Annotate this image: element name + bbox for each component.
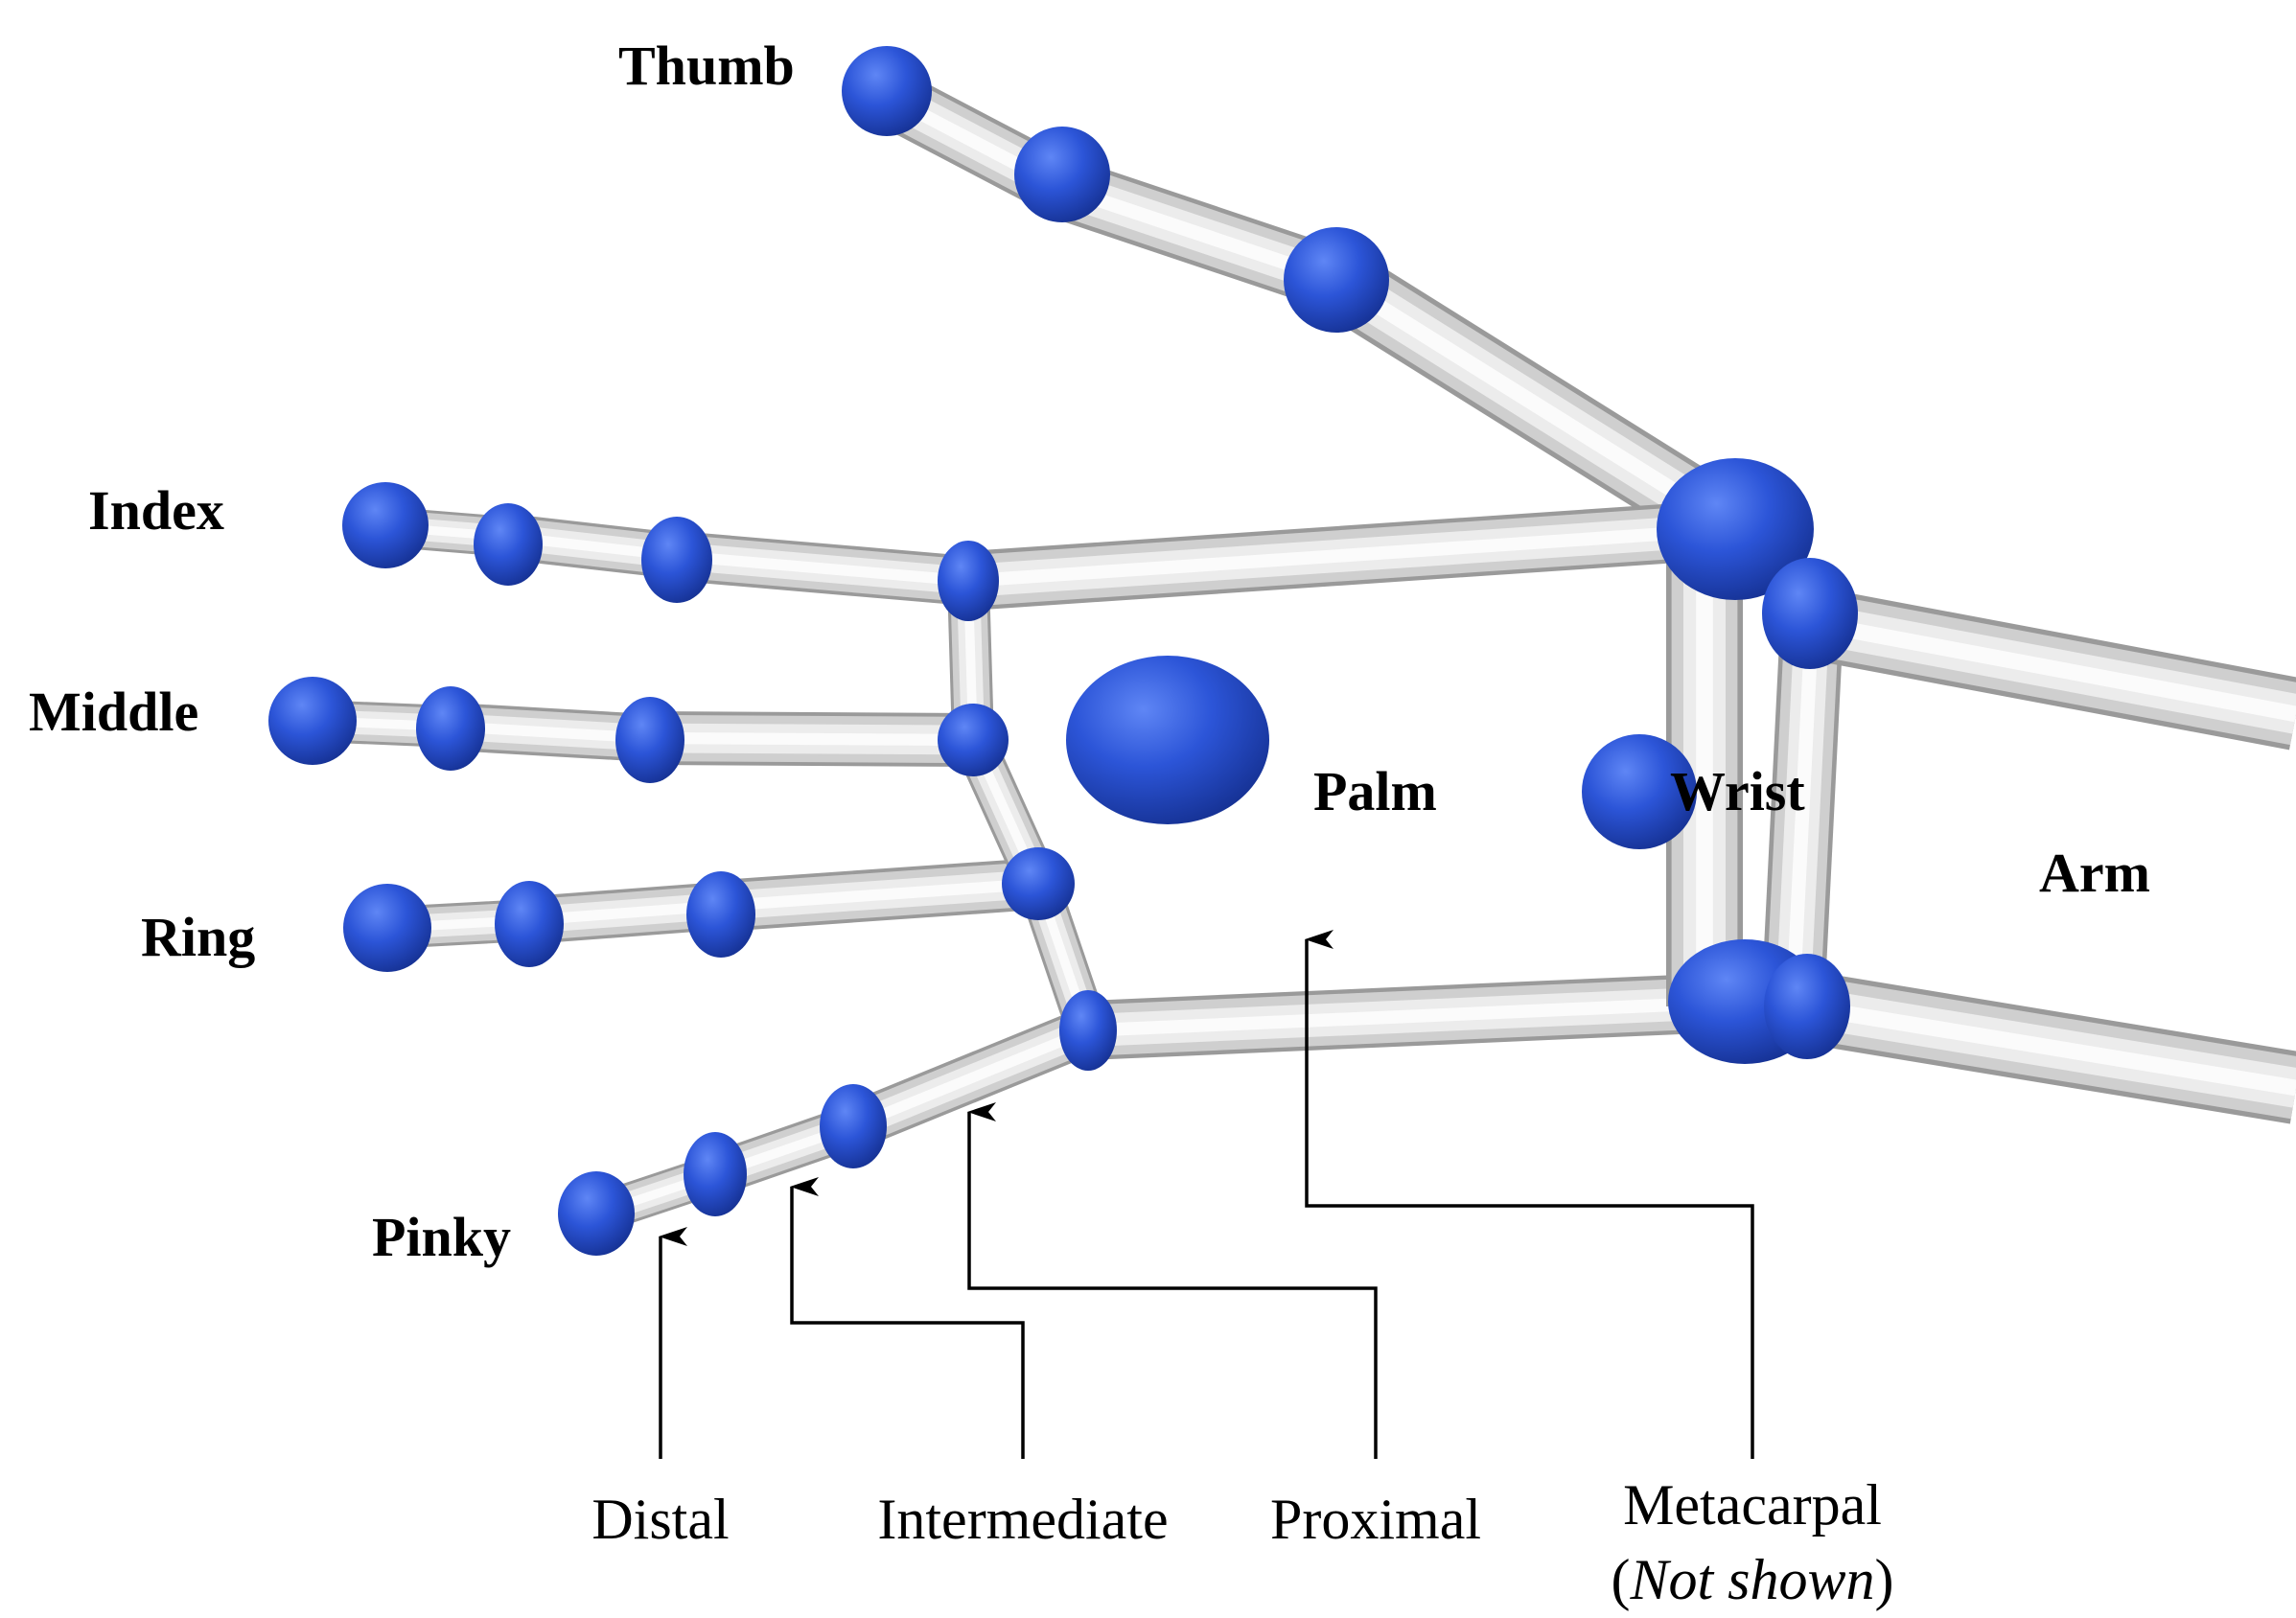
joints-layer xyxy=(268,46,1858,1256)
bones-layer xyxy=(312,69,2296,1233)
pinky-dip-joint xyxy=(684,1132,747,1216)
palm-center-joint xyxy=(1066,656,1269,824)
palm-label: Palm xyxy=(1313,760,1437,822)
metacarpal-note: (Not shown) xyxy=(1611,1548,1893,1611)
thumb-ip-joint xyxy=(1014,127,1110,222)
pinky-label: Pinky xyxy=(372,1206,511,1268)
ring-proximal-bone xyxy=(719,858,1040,932)
proximal-label: Proximal xyxy=(1270,1488,1481,1551)
ring-pip-joint xyxy=(686,871,755,958)
arm-label: Arm xyxy=(2039,842,2150,904)
index-mcp-joint xyxy=(938,541,999,621)
metacarpal-note-text: Not shown xyxy=(1629,1548,1874,1611)
thumb-label: Thumb xyxy=(618,35,795,97)
wrist-label: Wrist xyxy=(1670,760,1805,822)
ring-label: Ring xyxy=(141,906,255,968)
middle-pip-joint xyxy=(615,697,684,783)
pinky-mcp-joint xyxy=(1059,990,1117,1071)
wrist-upper-joint xyxy=(1657,458,1814,600)
metacarpal-arrow xyxy=(1305,930,1754,1459)
index-dip-joint xyxy=(474,503,543,586)
middle-mcp-joint xyxy=(938,704,1009,776)
middle-proximal-bone xyxy=(649,711,974,767)
pinky-proximal-bone xyxy=(844,1007,1098,1149)
wrist-upper-right-joint xyxy=(1762,558,1858,669)
distal-label: Distal xyxy=(591,1488,729,1551)
index-tip-joint xyxy=(342,482,429,568)
ring-dip-joint xyxy=(495,881,564,967)
thumb-tip-joint xyxy=(842,46,932,136)
index-metacarpal-bone xyxy=(965,499,1738,611)
bone-type-callouts xyxy=(659,930,1754,1459)
thumb-mcp-joint xyxy=(1284,227,1389,333)
index-label: Index xyxy=(88,479,224,542)
pinky-metacarpal-bone xyxy=(1086,972,1747,1060)
wrist-center-joint xyxy=(1582,734,1697,849)
middle-dip-joint xyxy=(416,686,485,771)
thumb-metacarpal-bone xyxy=(1317,249,1754,560)
pinky-tip-joint xyxy=(558,1171,635,1256)
index-proximal-bone xyxy=(674,531,971,606)
arm-upper-bone xyxy=(1804,587,2296,751)
intermediate-label: Intermediate xyxy=(877,1488,1168,1551)
index-pip-joint xyxy=(641,517,712,603)
arm-lower-bone xyxy=(1796,970,2296,1124)
metacarpal-note-open: ( xyxy=(1611,1548,1630,1611)
metacarpal-note-close: ) xyxy=(1875,1548,1894,1611)
wrist-right-bone xyxy=(1761,621,1844,1008)
intermediate-arrow xyxy=(790,1177,1025,1459)
pinky-pip-joint xyxy=(820,1084,887,1168)
ring-tip-joint xyxy=(343,884,431,972)
metacarpal-label: Metacarpal xyxy=(1623,1473,1882,1537)
middle-tip-joint xyxy=(268,677,357,765)
proximal-arrow xyxy=(967,1102,1378,1459)
middle-label: Middle xyxy=(29,681,198,743)
ring-mcp-joint xyxy=(1002,847,1075,920)
wrist-lower-right-joint xyxy=(1764,954,1850,1059)
